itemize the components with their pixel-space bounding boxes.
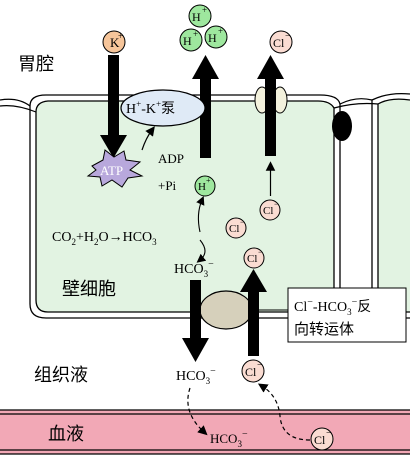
antiporter-label-box: Cl−-HCO3−反 向转运体: [252, 287, 407, 343]
svg-text:H+-K+泵: H+-K+泵: [126, 99, 175, 117]
svg-text:+: +: [218, 26, 223, 36]
svg-text:+: +: [206, 176, 211, 185]
hco3-tissue-label: HCO3−: [176, 366, 216, 386]
svg-text:Cl: Cl: [245, 365, 257, 379]
hco3-outward-arrow: [182, 280, 209, 362]
cl-outward-arrow: [257, 55, 284, 156]
k-inward-arrow: [100, 55, 127, 158]
dissociation-to-hco3-arrow: [196, 239, 207, 263]
svg-text:Cl−-HCO3−反: Cl−-HCO3−反: [294, 297, 371, 317]
h-ion-cluster: H + H + H +: [179, 4, 228, 52]
svg-text:−: −: [274, 199, 279, 209]
cl-ion-inner-upper: Cl −: [259, 199, 281, 221]
svg-text:Cl: Cl: [263, 205, 273, 217]
cl-ion-inner-lower: Cl −: [243, 247, 265, 269]
svg-text:+: +: [202, 5, 207, 15]
h-outward-arrow: [192, 55, 219, 158]
k-ion: K +: [102, 30, 126, 54]
cl-ion-top: Cl −: [269, 30, 293, 54]
atp-star: ATP: [86, 149, 144, 188]
hco3-to-blood-dashed-arrow: [187, 387, 208, 436]
cl-ion-blood: Cl −: [310, 427, 334, 451]
parietal-cell: [0, 94, 341, 319]
pi-label: +Pi: [158, 178, 177, 193]
svg-text:+: +: [193, 29, 198, 39]
svg-text:H: H: [192, 10, 201, 24]
svg-text:−: −: [326, 428, 332, 439]
neighbour-cell: [332, 92, 410, 319]
svg-text:−: −: [240, 217, 245, 227]
svg-text:Cl: Cl: [247, 253, 257, 265]
blood-vessel: [0, 409, 410, 455]
svg-text:Cl: Cl: [229, 223, 239, 235]
svg-text:−: −: [258, 247, 263, 257]
cl-inward-arrow: [240, 269, 267, 356]
hco3-blood-label: HCO3−: [210, 429, 248, 449]
hco3-inner-label: HCO3−: [174, 259, 214, 279]
h-k-pump: H+-K+泵: [120, 89, 206, 127]
cl-ion-tissue: Cl −: [241, 359, 265, 383]
parietal-cell-label: 壁细胞: [62, 279, 116, 300]
dissociation-to-h-arrow: [196, 195, 205, 233]
h-ion-inner: H +: [194, 175, 216, 197]
cl-ion-inner-middle: Cl −: [225, 217, 247, 239]
reaction-equation: CO2+H2O→HCO3: [52, 230, 157, 247]
blood-label: 血液: [48, 424, 84, 445]
svg-text:H: H: [208, 31, 217, 45]
cl-hco3-antiporter: [199, 290, 253, 330]
svg-text:ATP: ATP: [100, 163, 123, 178]
stomach-cavity-label: 胃腔: [18, 54, 54, 75]
atp-to-adp-arrow: [141, 126, 155, 151]
svg-text:Cl: Cl: [273, 36, 285, 50]
tissue-fluid-label: 组织液: [34, 365, 88, 386]
svg-text:K: K: [110, 35, 120, 50]
svg-text:Cl: Cl: [314, 433, 326, 447]
svg-text:−: −: [285, 31, 291, 42]
svg-text:+: +: [118, 31, 123, 41]
svg-text:−: −: [257, 360, 263, 371]
adp-label: ADP: [158, 151, 184, 166]
svg-text:H: H: [198, 181, 206, 193]
tight-junction: [332, 111, 352, 141]
cl-from-blood-dashed-arrow: [257, 383, 311, 441]
svg-text:H: H: [183, 34, 192, 48]
svg-text:向转运体: 向转运体: [294, 320, 354, 338]
